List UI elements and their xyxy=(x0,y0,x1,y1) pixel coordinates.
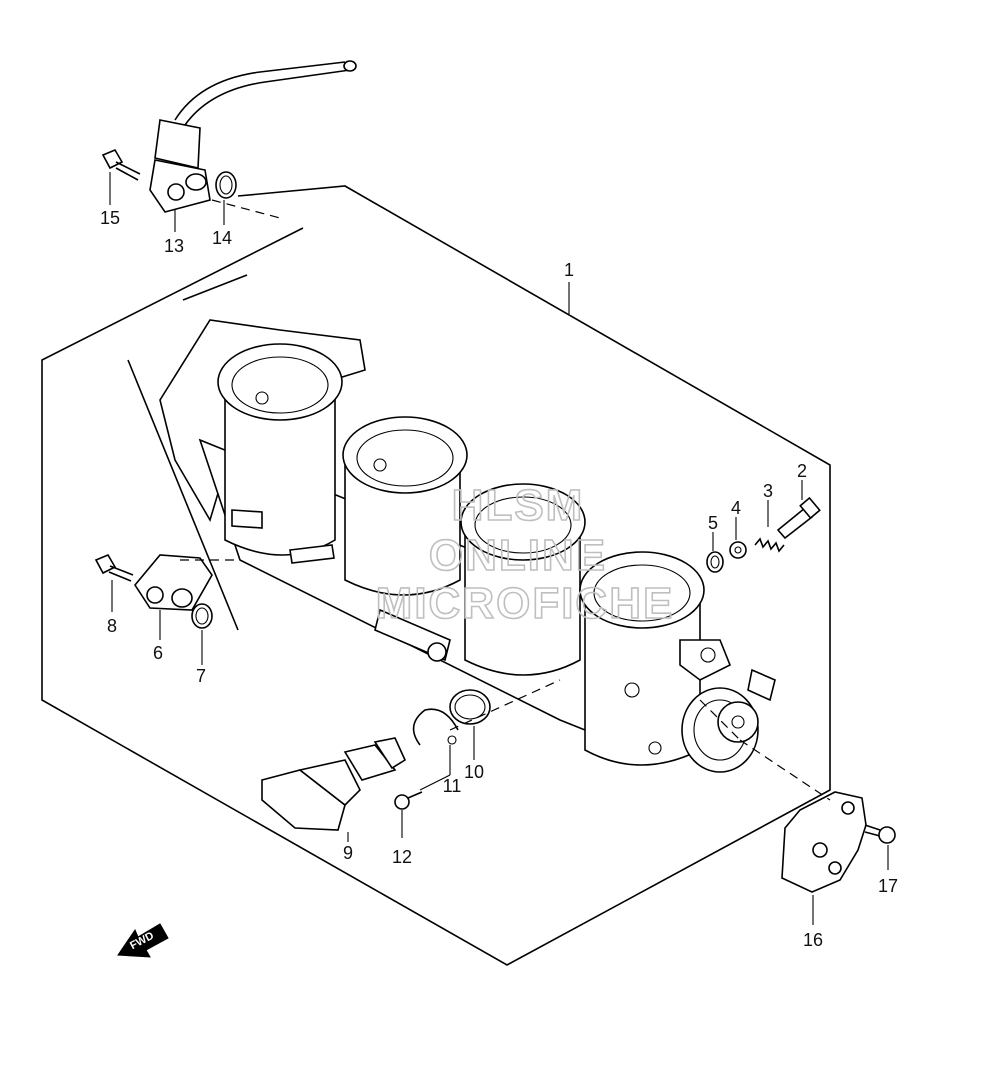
part-13-sensor xyxy=(149,60,357,232)
part-2-screw xyxy=(776,480,821,540)
throttle-barrel-2 xyxy=(342,416,468,596)
watermark-line-3: MICROFICHE xyxy=(376,579,675,628)
part-14-o-ring xyxy=(215,171,237,225)
throttle-barrel-4 xyxy=(579,551,705,766)
watermark-line-1: HLSM xyxy=(452,481,585,530)
part-5-o-ring xyxy=(706,532,724,573)
callout-3: 3 xyxy=(763,481,773,501)
fwd-direction-marker: FWD xyxy=(117,923,169,958)
part-9-actuator xyxy=(261,737,407,842)
callout-12: 12 xyxy=(392,847,412,867)
assembly-boundary xyxy=(41,185,831,966)
alignment-lines xyxy=(180,199,831,801)
watermark: HLSM ONLINE MICROFICHE xyxy=(375,480,675,629)
callout-11: 11 xyxy=(443,776,462,796)
callout-9: 9 xyxy=(343,843,353,863)
part-12-screw xyxy=(394,791,423,838)
callout-17: 17 xyxy=(878,876,898,896)
callout-13: 13 xyxy=(164,236,184,256)
part-6-sensor xyxy=(134,554,213,640)
part-17-screw xyxy=(864,824,896,870)
throttle-barrel-3 xyxy=(460,483,586,676)
callout-1: 1 xyxy=(564,260,574,280)
callout-6: 6 xyxy=(153,643,163,663)
callout-7: 7 xyxy=(196,666,206,686)
watermark-line-2: ONLINE xyxy=(429,531,607,580)
part-10-o-ring xyxy=(449,689,491,760)
callout-2: 2 xyxy=(797,461,807,481)
part-3-spring xyxy=(754,500,785,553)
part-16-bracket xyxy=(781,791,867,925)
callout-10: 10 xyxy=(464,762,484,782)
part-8-screw xyxy=(94,553,134,612)
callout-8: 8 xyxy=(107,616,117,636)
throttle-body-assembly xyxy=(159,319,776,773)
part-4-washer xyxy=(729,517,747,559)
part-15-screw xyxy=(101,148,141,205)
part-11-clip xyxy=(412,708,459,791)
callout-5: 5 xyxy=(708,513,718,533)
part-7-o-ring xyxy=(191,603,213,665)
callout-15: 15 xyxy=(100,208,120,228)
callout-labels: 1 2 3 4 5 6 7 8 9 10 11 12 13 14 15 16 1… xyxy=(100,208,898,950)
callout-16: 16 xyxy=(803,930,823,950)
callout-14: 14 xyxy=(212,228,232,248)
throttle-pulley xyxy=(681,687,759,773)
callout-4: 4 xyxy=(731,498,741,518)
